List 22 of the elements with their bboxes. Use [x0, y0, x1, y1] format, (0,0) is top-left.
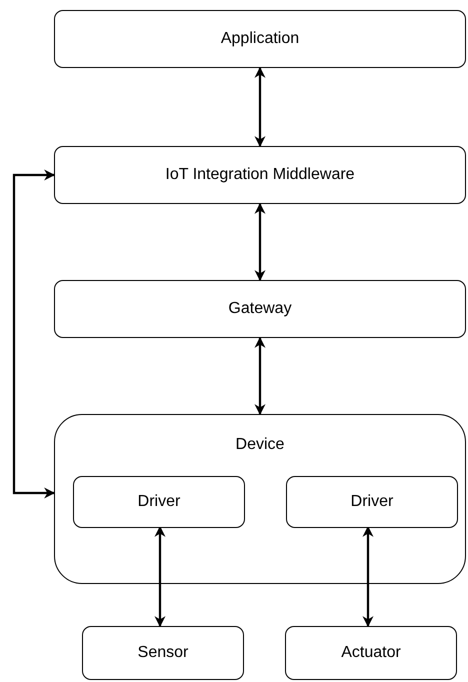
node-label: Application [220, 30, 300, 48]
arrow [154, 526, 166, 628]
node-label: Device [236, 436, 284, 454]
node-label: Gateway [228, 300, 292, 318]
process-box [54, 10, 466, 68]
node-label: Driver [138, 493, 180, 511]
process-box [73, 476, 245, 528]
node-label: IoT Integration Middleware [165, 166, 355, 184]
arrow [12, 170, 56, 498]
node-label: Driver [350, 493, 394, 511]
process-box [82, 626, 244, 680]
node-label: Sensor [138, 644, 188, 662]
arrow [254, 66, 266, 148]
arrow [254, 202, 266, 282]
node-label: Actuator [341, 644, 401, 662]
process-box [54, 280, 466, 338]
process-box [286, 476, 458, 528]
process-box [285, 626, 457, 680]
process-box [54, 146, 466, 204]
container-box [54, 414, 466, 584]
arrow [362, 526, 374, 628]
arrow [254, 336, 266, 416]
